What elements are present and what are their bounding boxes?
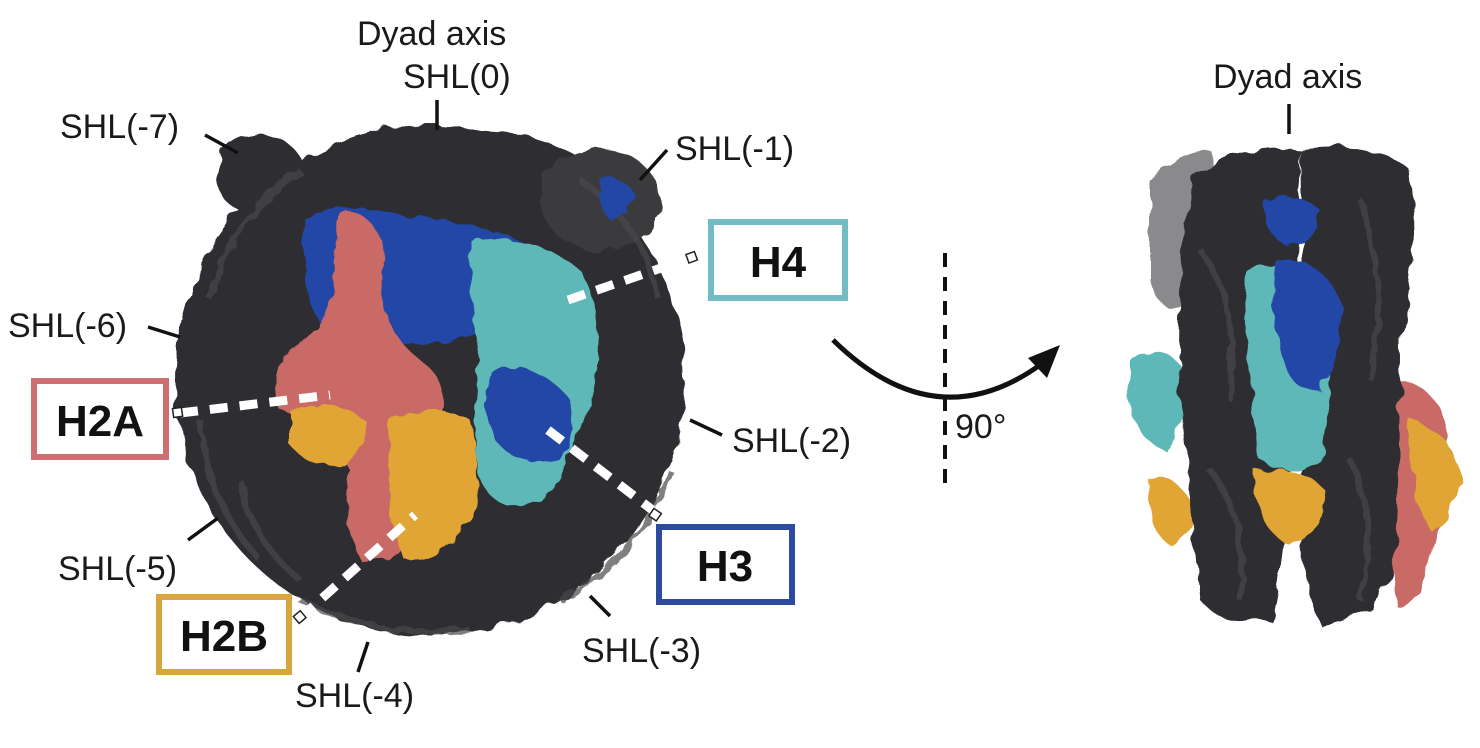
front-dyad-axis-label: Dyad axis — [357, 15, 506, 53]
h2b-region — [290, 404, 366, 466]
h4-label: H4 — [750, 238, 807, 287]
h2b-label-box: H2B — [156, 594, 292, 675]
side-dna-right-column — [1300, 147, 1414, 625]
histone-core — [274, 179, 635, 560]
side-histone-h3-center — [1273, 259, 1341, 391]
shl-leader-lines — [147, 100, 723, 673]
shl-minus7-label: SHL(-7) — [60, 108, 179, 146]
side-dyad-axis-label: Dyad axis — [1213, 58, 1362, 96]
shl-minus6-label: SHL(-6) — [8, 307, 127, 345]
front-view-nucleosome — [171, 125, 699, 635]
h2a-label: H2A — [56, 397, 144, 446]
shl-minus2-label: SHL(-2) — [732, 422, 851, 460]
side-histone-h2b-lower — [1255, 469, 1325, 545]
shl-minus3-label: SHL(-3) — [582, 632, 701, 670]
rotation-arrowhead — [1028, 345, 1060, 378]
h3-region-right — [486, 368, 574, 463]
h2b-label: H2B — [180, 612, 268, 661]
h4-label-box: H4 — [708, 219, 848, 301]
side-dna-groove-texture — [1197, 198, 1381, 601]
shl-0-label: SHL(0) — [403, 58, 511, 96]
side-histone-h2b-left — [1149, 477, 1193, 545]
shl-minus4-label: SHL(-4) — [295, 677, 414, 715]
side-view-nucleosome — [1130, 147, 1460, 625]
shl-minus1-label: SHL(-1) — [675, 130, 794, 168]
dna-groove-texture — [197, 167, 673, 635]
h3-small-top-right — [598, 179, 635, 220]
h2b-region-lower — [389, 410, 478, 560]
shl-minus5-label: SHL(-5) — [58, 550, 177, 588]
pseudo-dyad-lines — [179, 253, 692, 622]
rotation-arrow — [831, 338, 1042, 400]
h3-label: H3 — [697, 542, 753, 591]
side-histone-h4-left — [1130, 352, 1186, 450]
h3-label-box: H3 — [656, 524, 795, 605]
h2a-label-box: H2A — [31, 378, 169, 460]
side-histone-h3-top — [1264, 196, 1320, 245]
side-histone-h2b — [1410, 420, 1460, 530]
pseudo-dyad-endcaps — [171, 250, 699, 625]
rotation-angle-label: 90° — [955, 408, 1006, 446]
rotation-indicator: 90° — [831, 253, 1060, 485]
